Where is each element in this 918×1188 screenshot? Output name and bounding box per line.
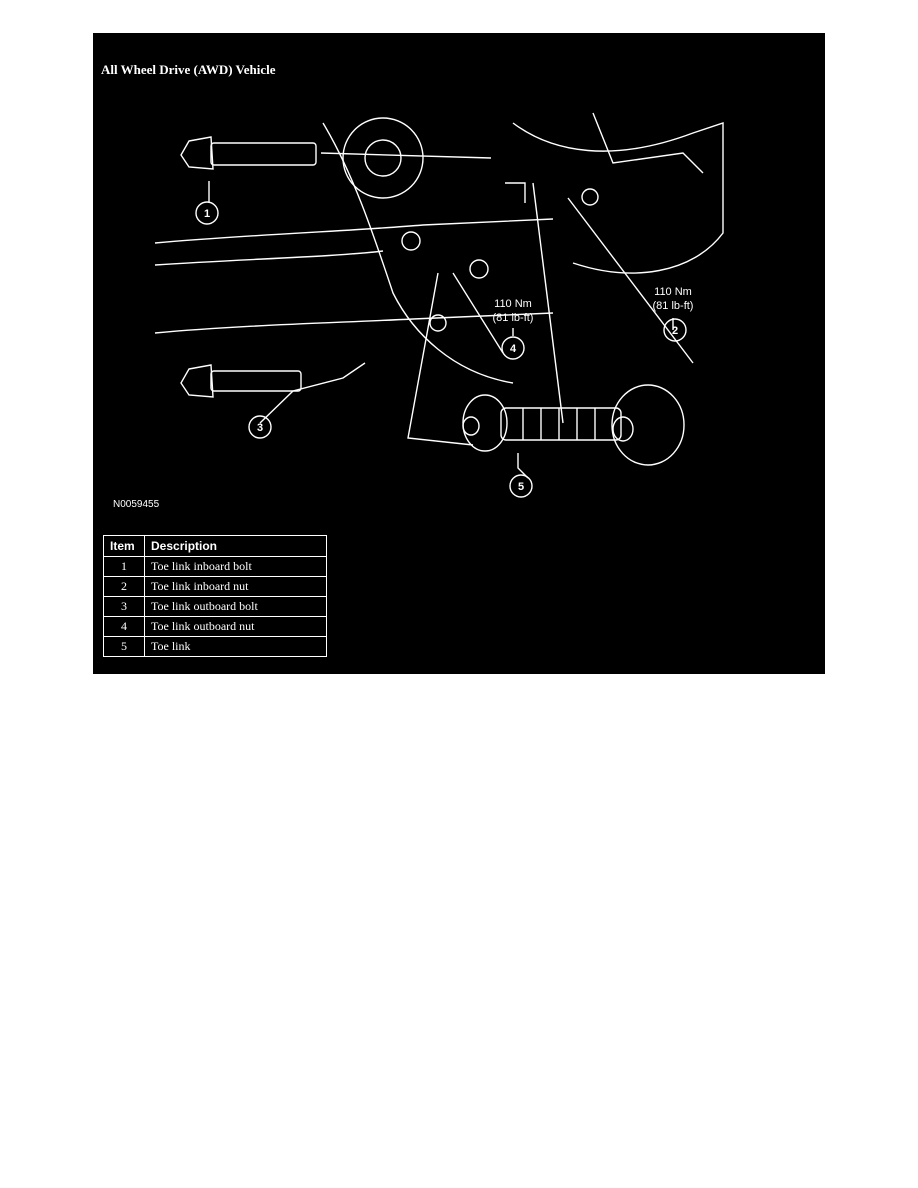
knuckle-outline bbox=[322, 122, 514, 384]
legend-item-number: 1 bbox=[103, 556, 145, 577]
toe-link-guide-right bbox=[567, 197, 694, 364]
table-row: 1 Toe link inboard bolt bbox=[103, 556, 327, 577]
toe-link-eye-outboard bbox=[462, 416, 480, 436]
legend-item-number: 4 bbox=[103, 616, 145, 637]
bolt3-shank bbox=[210, 370, 302, 392]
crossmember-line bbox=[154, 312, 554, 334]
callout-5-circle bbox=[509, 474, 533, 498]
callout-5-number: 5 bbox=[518, 481, 524, 493]
torque-label-4-lbft: (81 lb-ft) bbox=[493, 312, 534, 324]
toe-link-threads bbox=[522, 408, 596, 440]
legend-item-description: Toe link inboard nut bbox=[144, 576, 327, 597]
crossmember-bolt bbox=[429, 314, 447, 332]
callout-2-number: 2 bbox=[672, 325, 678, 337]
bolt3-head bbox=[180, 364, 214, 398]
legend-item-description: Toe link outboard bolt bbox=[144, 596, 327, 617]
torque-label-2-nm: 110 Nm bbox=[654, 286, 692, 298]
table-row: 3 Toe link outboard bolt bbox=[103, 596, 327, 617]
torque-label-4-nm: 110 Nm bbox=[494, 298, 532, 310]
figure-title: All Wheel Drive (AWD) Vehicle bbox=[101, 62, 276, 77]
subframe-lower-line bbox=[154, 250, 384, 266]
legend-item-description: Toe link inboard bolt bbox=[144, 556, 327, 577]
mount-bolt-head bbox=[401, 231, 421, 251]
bracket-outline bbox=[592, 112, 704, 174]
table-row: 5 Toe link bbox=[103, 636, 327, 657]
hub-center bbox=[364, 139, 402, 177]
legend-header-row: Item Description bbox=[103, 535, 327, 557]
callout-1-number: 1 bbox=[204, 208, 210, 220]
legend-item-description: Toe link outboard nut bbox=[144, 616, 327, 637]
guide-bracket bbox=[505, 182, 526, 203]
toe-link-body bbox=[500, 407, 622, 441]
suspension-illustration: 1 2 3 4 5 110 Nm (81 lb-ft) 110 Nm (81 l… bbox=[154, 112, 724, 498]
bolt-guide-line bbox=[452, 272, 504, 354]
callout-4-circle bbox=[501, 336, 525, 360]
table-row: 4 Toe link outboard nut bbox=[103, 616, 327, 637]
hub-outline bbox=[342, 117, 424, 199]
callout-4-number: 4 bbox=[510, 343, 517, 355]
legend-item-number: 5 bbox=[103, 636, 145, 657]
legend-item-description: Toe link bbox=[144, 636, 327, 657]
figure-panel: All Wheel Drive (AWD) Vehicle bbox=[93, 33, 825, 674]
legend-item-number: 3 bbox=[103, 596, 145, 617]
bolt1-guide-line bbox=[320, 152, 492, 159]
callout-1-circle bbox=[195, 201, 219, 225]
bolt1-head bbox=[180, 136, 214, 170]
toe-link-guide-left bbox=[407, 272, 474, 446]
callout-3-leader bbox=[259, 362, 366, 424]
nut2-illustration bbox=[581, 188, 599, 206]
legend-header-description: Description bbox=[144, 535, 327, 557]
toe-link-bushing-inboard bbox=[611, 384, 685, 466]
bolt1-shank bbox=[210, 142, 317, 166]
callout-2-circle bbox=[663, 318, 687, 342]
control-arm-outline bbox=[512, 122, 724, 274]
legend-item-number: 2 bbox=[103, 576, 145, 597]
nut4-illustration bbox=[469, 259, 489, 279]
legend-header-item: Item bbox=[103, 535, 145, 557]
toe-link-eye-inboard bbox=[612, 416, 634, 442]
parts-legend-table: Item Description 1 Toe link inboard bolt… bbox=[103, 535, 327, 657]
torque-label-2-lbft: (81 lb-ft) bbox=[653, 300, 694, 312]
subframe-upper-line bbox=[154, 218, 554, 244]
table-row: 2 Toe link inboard nut bbox=[103, 576, 327, 597]
callout-3-number: 3 bbox=[257, 422, 263, 434]
toe-link-guide-center bbox=[532, 182, 564, 424]
callout-3-circle bbox=[248, 415, 272, 439]
figure-id: N0059455 bbox=[113, 499, 160, 510]
callout-5-leader bbox=[517, 453, 529, 479]
